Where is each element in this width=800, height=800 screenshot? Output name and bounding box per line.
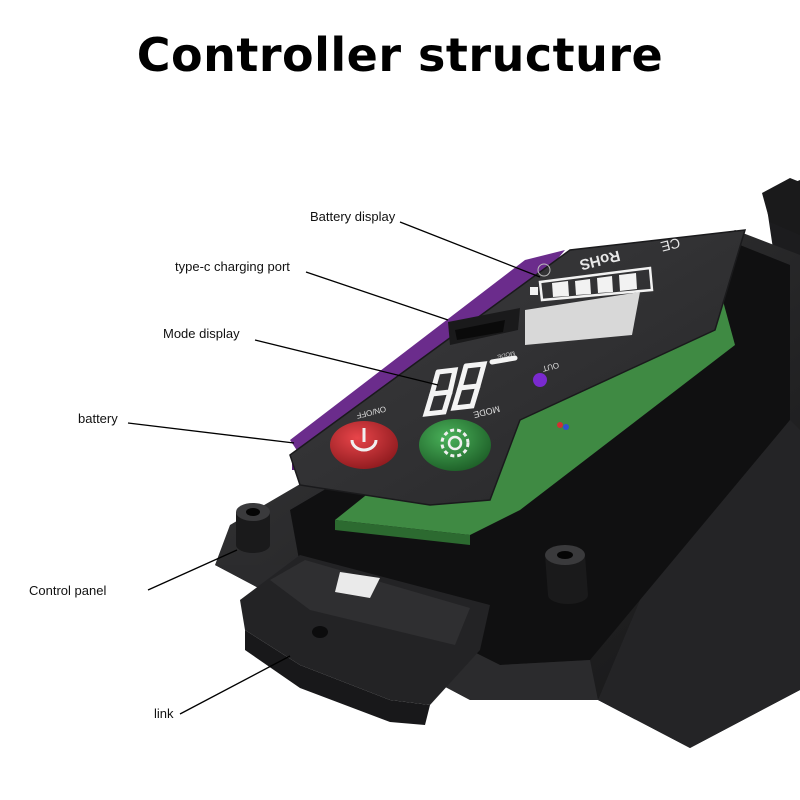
link-clip <box>240 555 490 725</box>
label-control-panel: Control panel <box>29 583 107 598</box>
leader-battery <box>127 422 295 444</box>
leader-link <box>179 655 291 715</box>
out-text: OUT <box>541 360 560 373</box>
leader-control-panel <box>147 549 238 591</box>
mode-segment-display <box>422 355 518 417</box>
mode-small-text: MODE <box>496 349 515 359</box>
label-mode-display: Mode display <box>163 326 240 341</box>
page-title: Controller structure <box>136 28 664 82</box>
leader-battery-display <box>399 221 541 278</box>
ce-text: CE <box>659 235 682 255</box>
leader-type-c-port <box>305 271 449 321</box>
type-c-port <box>448 308 520 345</box>
leader-lines <box>127 221 541 715</box>
light-window <box>525 292 640 345</box>
mounting-posts <box>236 503 588 604</box>
label-battery: battery <box>78 411 118 426</box>
label-battery-display: Battery display <box>310 209 396 224</box>
label-link: link <box>154 706 174 721</box>
label-type-c-port: type-c charging port <box>175 259 290 274</box>
battery-display-icon <box>530 263 654 302</box>
control-panel: RoHS CE MODE OUT <box>289 229 747 506</box>
out-led <box>533 373 547 387</box>
mode-button[interactable] <box>419 419 491 471</box>
power-button[interactable] <box>330 421 398 469</box>
leader-mode-display <box>254 339 439 386</box>
